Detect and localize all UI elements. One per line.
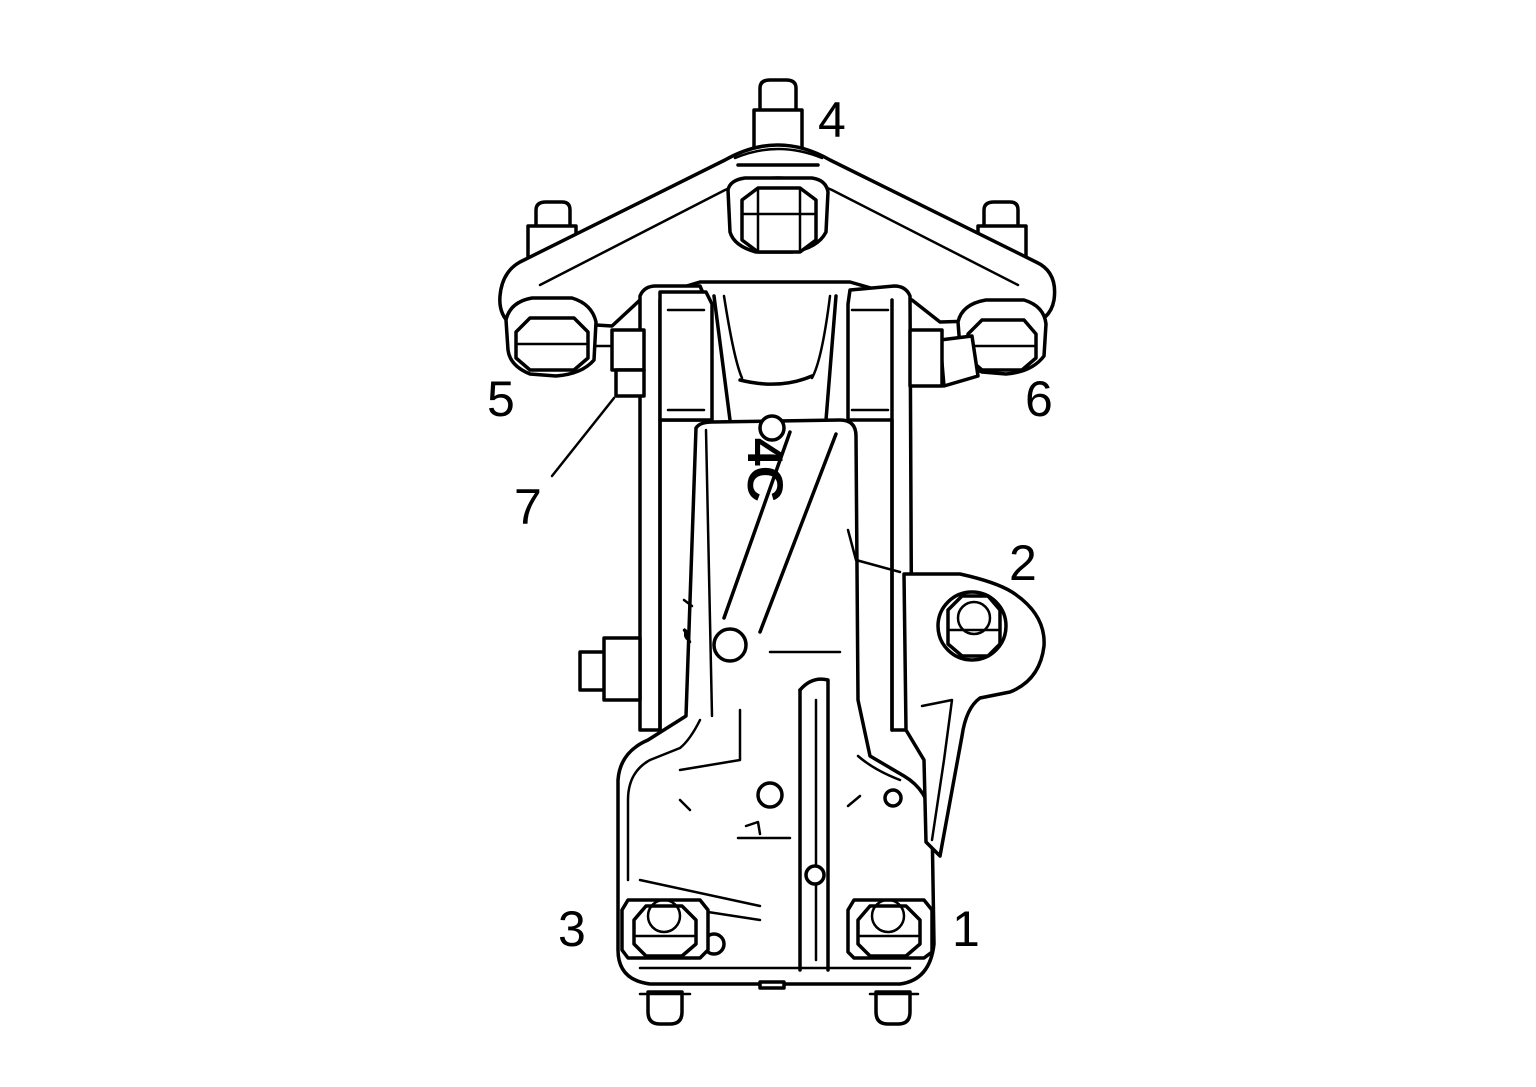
nut-2 [936, 590, 1008, 662]
side-arm [902, 572, 1046, 858]
callout-4: 4 [818, 92, 846, 148]
callout-1: 1 [952, 901, 980, 957]
nut-5 [504, 296, 598, 378]
stamp-text: 4C [737, 438, 793, 502]
nut-1 [846, 898, 934, 960]
upper-bracket [498, 78, 1057, 388]
callout-5: 5 [487, 371, 515, 427]
center-body: 4C [616, 294, 936, 1026]
callout-3: 3 [558, 901, 586, 957]
callout-2: 2 [1009, 535, 1037, 591]
callout-7: 7 [514, 479, 542, 535]
leader-line-7 [550, 396, 616, 478]
nut-4 [726, 176, 830, 254]
nut-3 [620, 898, 710, 960]
callout-6: 6 [1025, 371, 1053, 427]
